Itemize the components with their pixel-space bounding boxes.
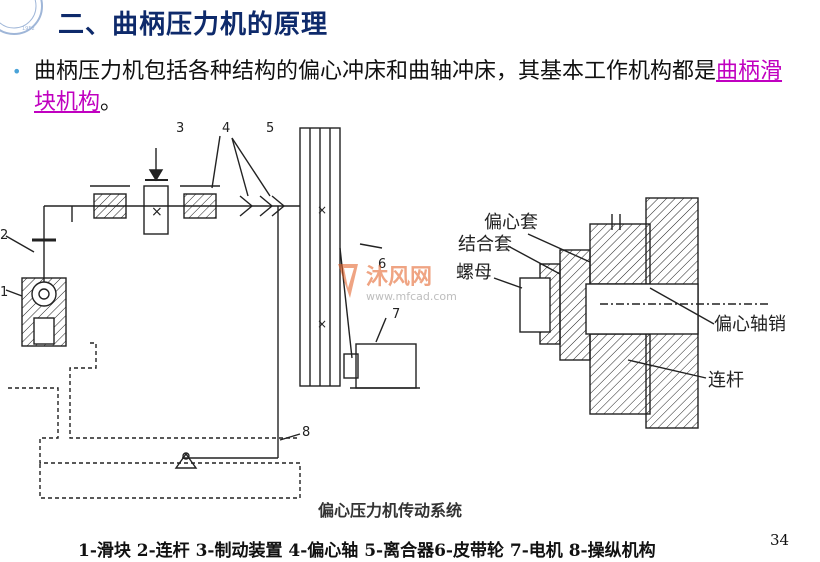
part-label-1: 1 xyxy=(0,285,8,300)
watermark-logo: 沐风网 www.mfcad.com xyxy=(338,264,457,303)
eccentric-detail-drawing xyxy=(493,197,770,429)
bullet-icon: • xyxy=(12,62,22,81)
part-label-5: 5 xyxy=(266,121,274,136)
transmission-drawing: × × × xyxy=(5,127,420,499)
label-eccentric-sleeve: 偏心套 xyxy=(484,212,538,233)
watermark-url: www.mfcad.com xyxy=(366,290,457,303)
crank-slider-link[interactable]: 曲柄滑块机构 xyxy=(34,59,783,115)
part-label-4: 4 xyxy=(222,121,230,136)
parts-legend: 1-滑块 2-连杆 3-制动装置 4-偏心轴 5-离合器6-皮带轮 7-电机 8… xyxy=(78,541,656,561)
svg-text:×: × xyxy=(317,203,327,217)
label-nut: 螺母 xyxy=(456,262,492,283)
label-connecting-rod: 连杆 xyxy=(708,370,744,391)
intro-end: 。 xyxy=(100,90,123,115)
watermark-brand: 沐风网 xyxy=(366,265,432,290)
part-label-3: 3 xyxy=(176,121,184,136)
press-diagram: × × × 1 2 3 4 5 6 xyxy=(0,121,786,499)
university-seal-logo: 1952 xyxy=(0,0,43,35)
intro-text: 曲柄压力机包括各种结构的偏心冲床和曲轴冲床，其基本工作机构都是 xyxy=(34,59,717,84)
part-label-8: 8 xyxy=(302,425,310,440)
intro-paragraph: 曲柄压力机包括各种结构的偏心冲床和曲轴冲床，其基本工作机构都是曲柄滑块机构。 xyxy=(34,56,804,118)
svg-text:1952: 1952 xyxy=(22,26,35,32)
diagram-caption: 偏心压力机传动系统 xyxy=(318,501,463,520)
svg-text:×: × xyxy=(317,317,327,331)
label-coupling-sleeve: 结合套 xyxy=(458,234,512,255)
part-label-7: 7 xyxy=(392,307,400,322)
page-number: 34 xyxy=(770,531,790,549)
svg-text:×: × xyxy=(151,204,163,220)
page-title: 二、曲柄压力机的原理 xyxy=(58,10,329,40)
part-label-2: 2 xyxy=(0,228,8,243)
label-eccentric-pin: 偏心轴销 xyxy=(714,314,786,335)
part-label-6: 6 xyxy=(378,257,386,272)
